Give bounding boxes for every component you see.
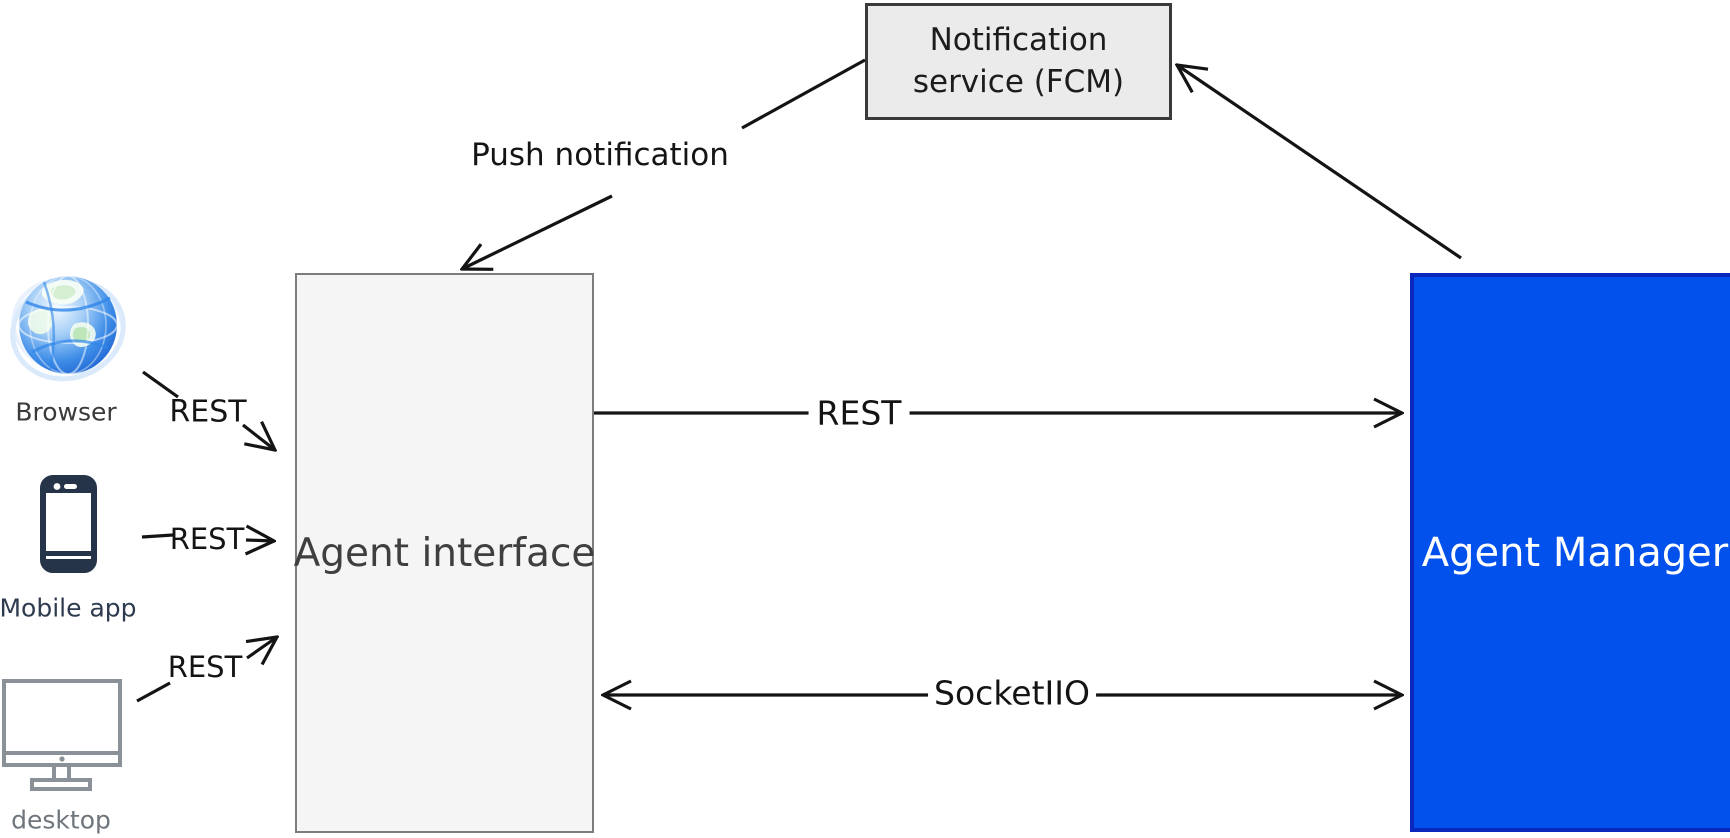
arrow-manager-to-notification [1177, 65, 1462, 260]
rest-main-label: REST [808, 393, 910, 433]
agent-manager-node: Agent Manager [1410, 273, 1730, 832]
desktop-caption: desktop [11, 805, 111, 835]
monitor-icon [0, 678, 124, 792]
push-notification-label: Push notification [471, 137, 729, 173]
mobile-app-caption: Mobile app [0, 593, 137, 623]
agent-interface-label: Agent interface [293, 530, 596, 576]
monitor-icon-svg [2, 679, 122, 791]
globe-icon-svg [10, 275, 126, 382]
rest-mobile-label: REST [169, 522, 245, 556]
agent-interface-node: Agent interface [293, 273, 596, 833]
globe-icon [10, 268, 126, 384]
smartphone-icon-svg [40, 475, 97, 573]
socketio-label: SocketIIO [928, 673, 1096, 713]
notification-service-node: Notification service (FCM) [865, 3, 1172, 120]
rest-browser-label: REST [169, 394, 247, 430]
smartphone-icon [40, 475, 97, 573]
agent-manager-label: Agent Manager [1421, 529, 1729, 576]
browser-caption: Browser [15, 397, 117, 427]
rest-desktop-label: REST [167, 650, 243, 684]
notification-service-label: Notification service (FCM) [912, 21, 1125, 100]
